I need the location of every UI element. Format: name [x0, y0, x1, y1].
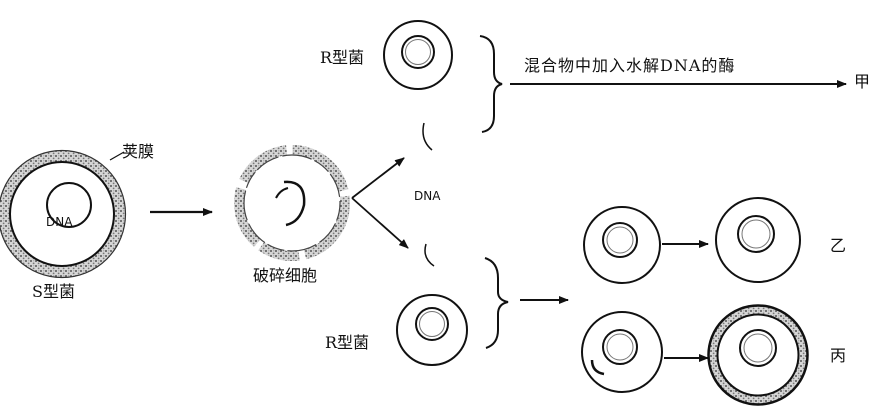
result-yi-label: 乙	[830, 238, 846, 254]
broken-cell	[239, 150, 345, 256]
s-strain-cell	[0, 151, 126, 278]
branch-down-arrow	[352, 198, 408, 248]
capsule-label: 荚膜	[122, 144, 154, 160]
result-bing-label: 丙	[830, 348, 846, 364]
yi-row-left-cell	[584, 207, 660, 283]
r-strain-bottom-label: R型菌	[325, 335, 369, 351]
top-brace	[480, 36, 502, 132]
dna-fragment-top	[423, 123, 432, 150]
bing-row-right-cell	[709, 306, 808, 405]
bottom-brace	[485, 258, 508, 348]
r-strain-cell-top	[384, 21, 452, 89]
s-strain-label: S型菌	[32, 284, 75, 300]
branch-up-arrow	[352, 158, 404, 198]
yi-row-right-cell	[716, 198, 800, 282]
dna-center-label: DNA	[414, 190, 440, 202]
result-jia-label: 甲	[854, 74, 870, 90]
r-strain-top-label: R型菌	[320, 50, 364, 66]
dna-fragment-bottom	[425, 244, 434, 266]
mixture-process-label: 混合物中加入水解DNA的酶	[524, 58, 735, 74]
broken-cells-label: 破碎细胞	[253, 268, 317, 284]
dna-inside-label: DNA	[46, 216, 72, 228]
bing-row-left-cell	[582, 312, 662, 392]
r-strain-cell-bottom	[397, 295, 467, 365]
